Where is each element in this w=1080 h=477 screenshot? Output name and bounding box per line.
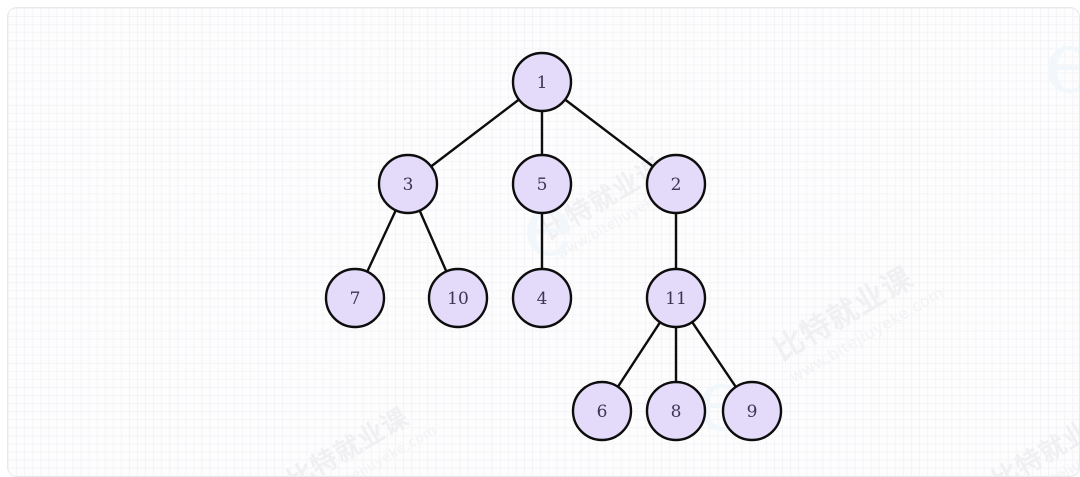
tree-node-circle-5[interactable] <box>511 153 573 215</box>
tree-node-circle-4[interactable] <box>511 267 573 329</box>
tree-node-8[interactable]: 8 <box>645 380 707 442</box>
diagram-card: 比特就业课 www.bitejiuyeke.com 比特就业课 www.bite… <box>7 7 1080 477</box>
edge-layer <box>365 98 738 389</box>
tree-node-label-6: 6 <box>597 402 608 422</box>
tree-node-5[interactable]: 5 <box>511 153 573 215</box>
tree-node-circle-6[interactable] <box>571 380 633 442</box>
tree-edge-11-6 <box>616 320 662 389</box>
tree-node-label-4: 4 <box>537 289 548 309</box>
tree-node-label-3: 3 <box>403 175 414 195</box>
tree-edge-11-9 <box>690 320 738 389</box>
tree-node-3[interactable]: 3 <box>377 153 439 215</box>
tree-diagram: 1 3 5 2 7 10 4 11 6 8 9 <box>324 51 783 442</box>
tree-node-6[interactable]: 6 <box>571 380 633 442</box>
tree-edge-3-7 <box>365 208 398 274</box>
tree-node-10[interactable]: 10 <box>427 267 489 329</box>
tree-node-label-2: 2 <box>671 175 682 195</box>
tree-node-9[interactable]: 9 <box>721 380 783 442</box>
tree-node-circle-3[interactable] <box>377 153 439 215</box>
tree-node-label-9: 9 <box>747 402 758 422</box>
tree-node-label-8: 8 <box>671 402 682 422</box>
tree-node-circle-10[interactable] <box>427 267 489 329</box>
tree-node-label-7: 7 <box>350 289 361 309</box>
tree-node-circle-11[interactable] <box>645 267 707 329</box>
node-layer: 1 3 5 2 7 10 4 11 6 8 9 <box>324 51 783 442</box>
tree-node-circle-7[interactable] <box>324 267 386 329</box>
tree-node-circle-8[interactable] <box>645 380 707 442</box>
tree-node-1[interactable]: 1 <box>511 51 573 113</box>
tree-node-circle-2[interactable] <box>645 153 707 215</box>
tree-node-label-10: 10 <box>447 289 469 309</box>
tree-edge-1-3 <box>429 98 521 168</box>
tree-node-4[interactable]: 4 <box>511 267 573 329</box>
tree-node-label-11: 11 <box>665 289 687 309</box>
tree-edge-1-2 <box>563 98 655 168</box>
tree-node-7[interactable]: 7 <box>324 267 386 329</box>
tree-node-circle-1[interactable] <box>511 51 573 113</box>
tree-node-label-5: 5 <box>537 175 548 195</box>
tree-node-label-1: 1 <box>537 73 548 93</box>
tree-edge-3-10 <box>418 208 448 274</box>
tree-node-circle-9[interactable] <box>721 380 783 442</box>
tree-node-2[interactable]: 2 <box>645 153 707 215</box>
screenshot-canvas: 比特就业课 www.bitejiuyeke.com 比特就业课 www.bite… <box>7 7 1080 477</box>
tree-node-11[interactable]: 11 <box>645 267 707 329</box>
